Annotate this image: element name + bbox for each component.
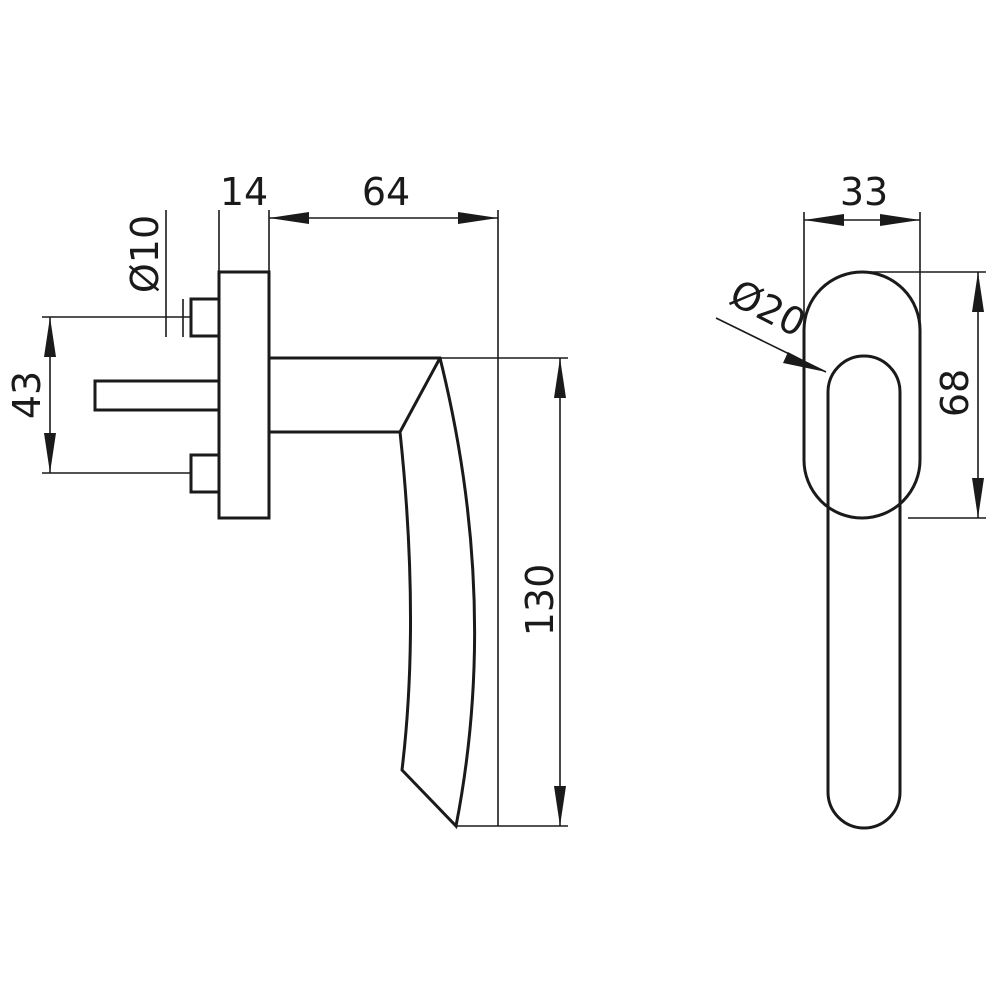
handle-grip — [826, 354, 902, 830]
lower-pin — [189, 453, 221, 494]
front-view — [802, 270, 922, 830]
flange-plate — [217, 270, 271, 520]
dim-handle-projection: 64 — [362, 170, 410, 214]
upper-pin — [189, 297, 221, 338]
handle-lever — [269, 356, 477, 830]
side-view-dimensions: 14 64 Ø10 43 130 — [5, 170, 568, 827]
dim-rose-height: 68 — [933, 369, 977, 417]
dim-pin-diameter: Ø10 — [123, 215, 167, 293]
front-view-dimensions: 33 68 Ø20 — [715, 170, 986, 519]
dim-rose-width: 33 — [840, 170, 888, 214]
side-view — [93, 270, 477, 830]
handle-bevel-line — [398, 357, 442, 433]
dim-handle-length: 130 — [518, 564, 562, 637]
dim-pin-spacing: 43 — [5, 371, 49, 419]
square-spindle — [93, 379, 221, 412]
rose-outline — [802, 270, 922, 520]
dim-flange-thickness: 14 — [220, 170, 268, 214]
dim-grip-diameter: Ø20 — [723, 271, 813, 346]
